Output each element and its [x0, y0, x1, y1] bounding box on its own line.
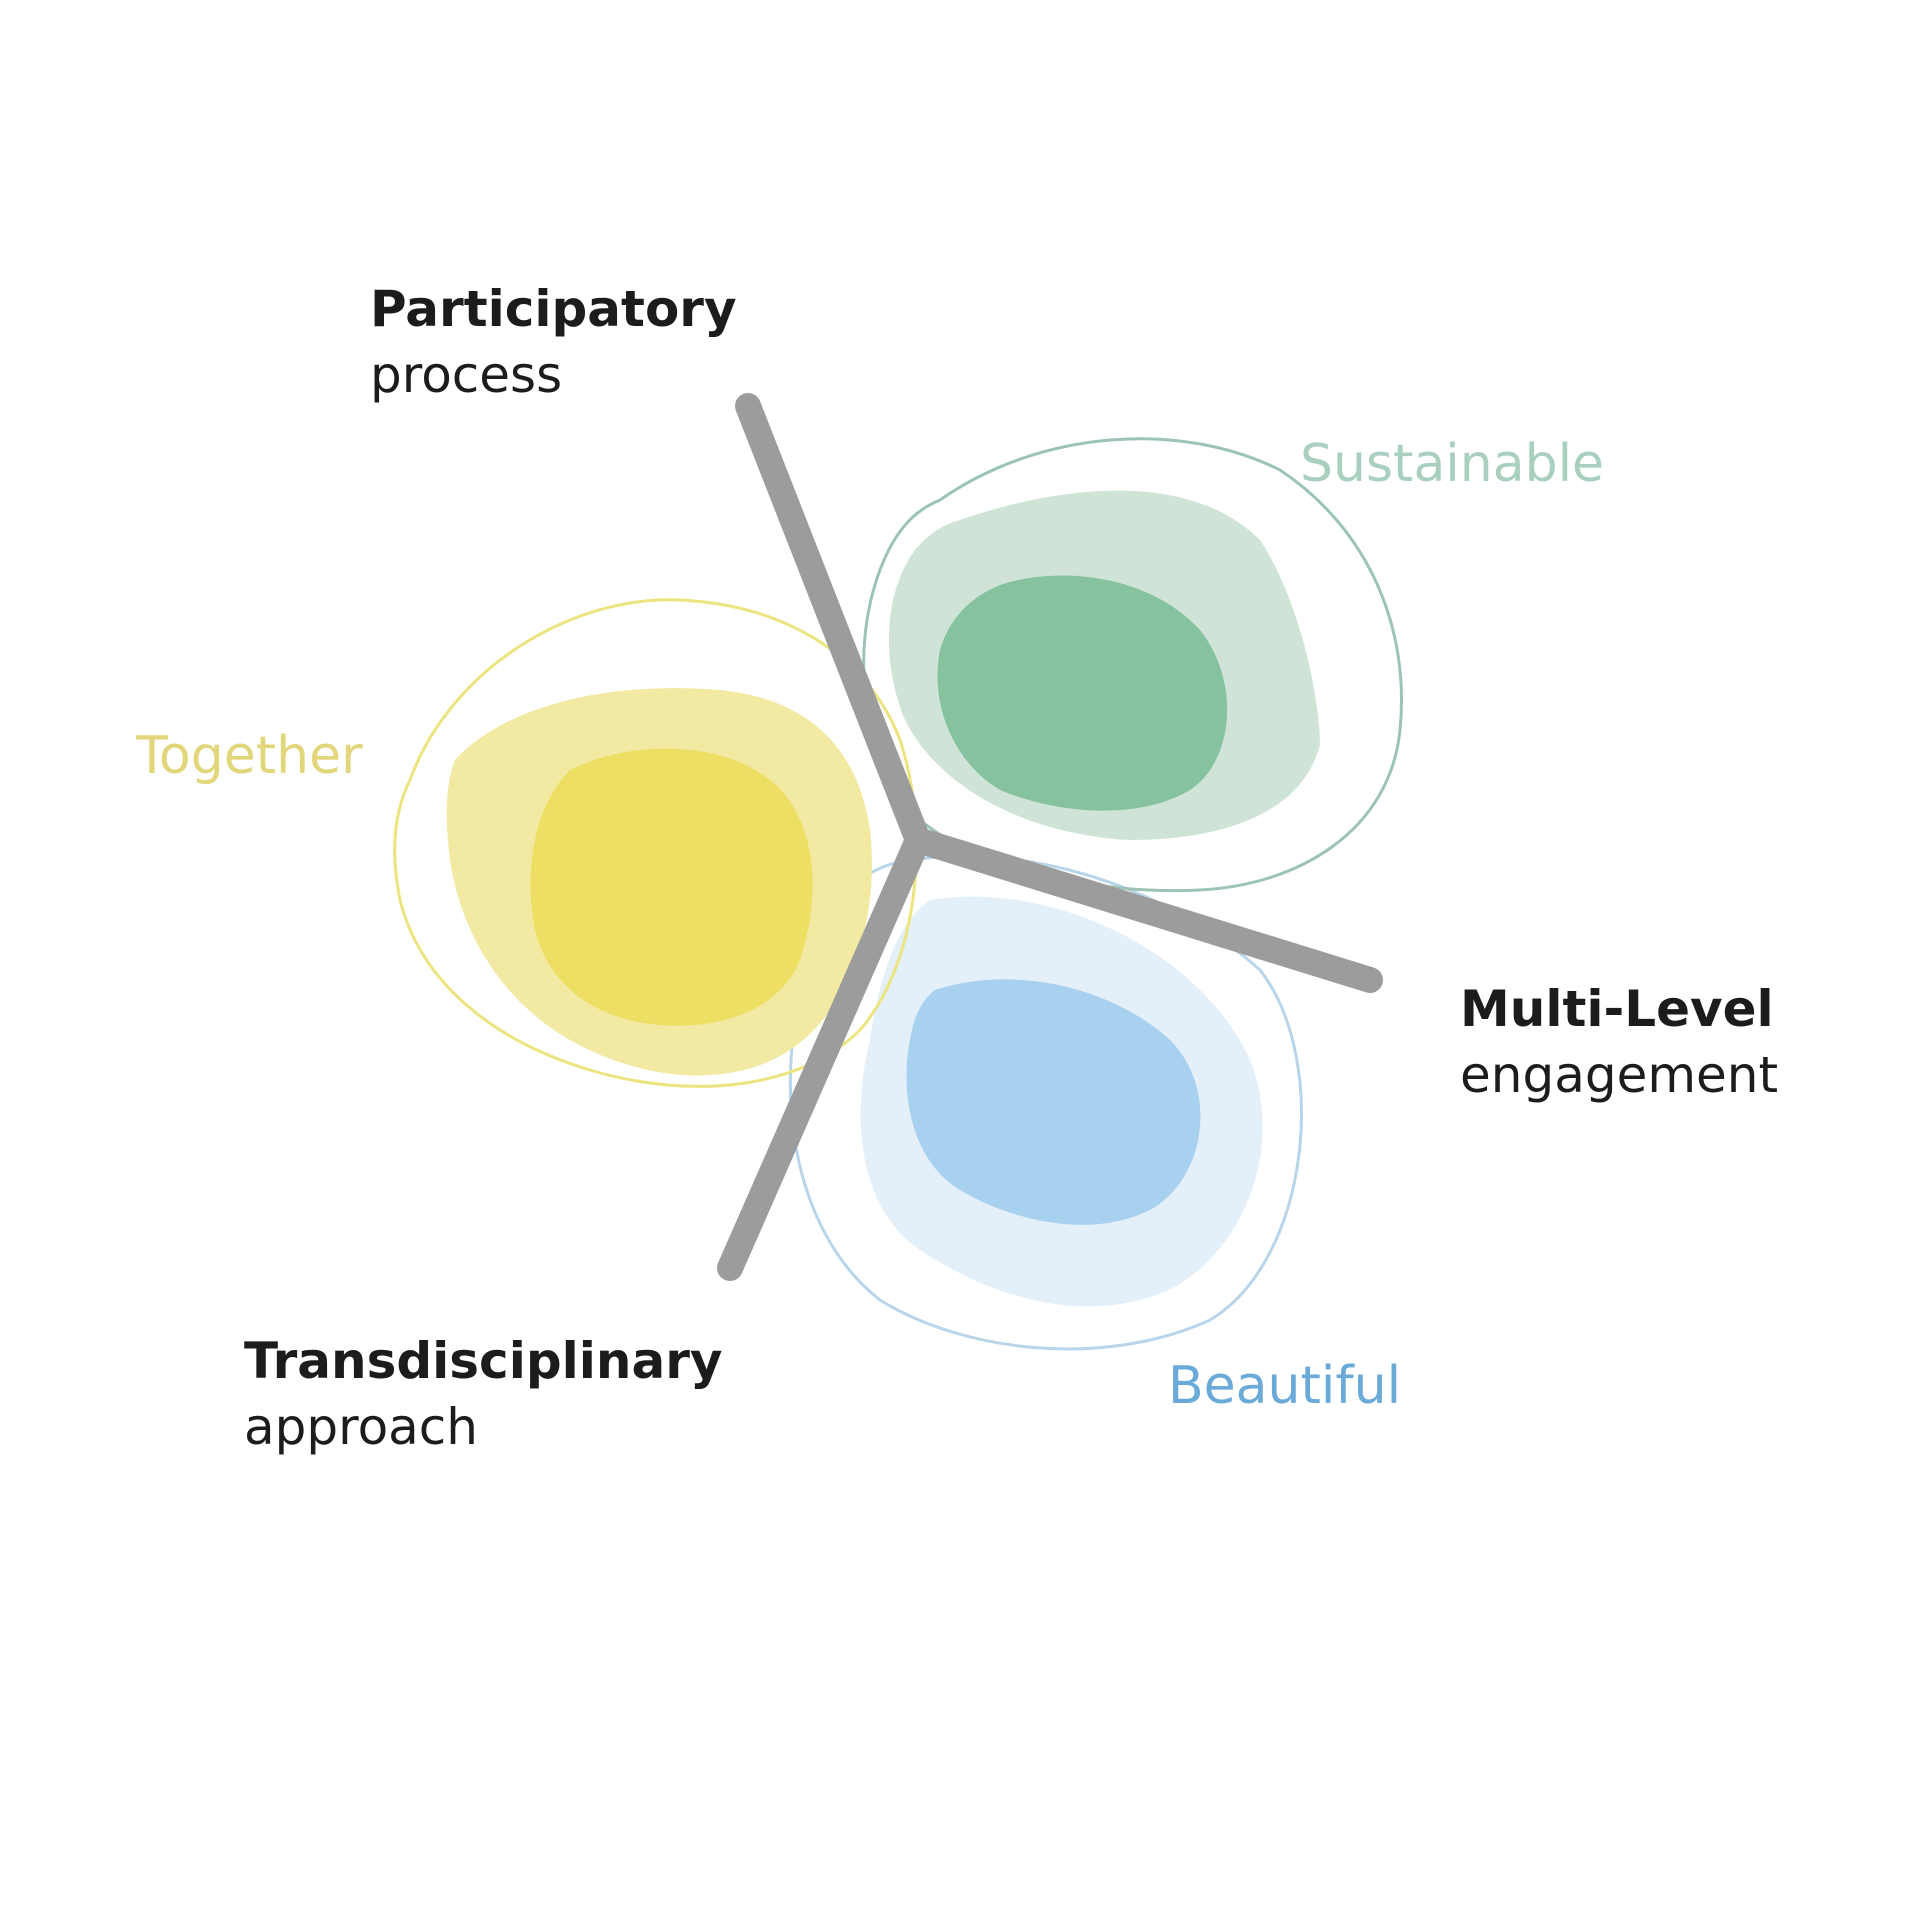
- beautiful-blob: [788, 854, 1303, 1351]
- participatory-subtitle: process: [370, 346, 563, 404]
- divider-participatory-arm: [735, 393, 931, 853]
- participatory-process-label: Participatory process: [370, 276, 737, 408]
- sustainable-blob: [862, 437, 1403, 893]
- divider-transdisciplinary-arm: [717, 827, 931, 1281]
- participatory-title: Participatory: [370, 280, 737, 338]
- together-outline: [393, 598, 918, 1088]
- divider-lines: [717, 393, 1383, 1281]
- multilevel-title: Multi-Level: [1460, 980, 1774, 1038]
- together-blob: [393, 598, 918, 1088]
- transdisciplinary-title: Transdisciplinary: [244, 1332, 723, 1390]
- multilevel-engagement-label: Multi-Level engagement: [1460, 976, 1778, 1108]
- sustainable-core: [937, 575, 1228, 811]
- multilevel-subtitle: engagement: [1460, 1046, 1779, 1104]
- transdisciplinary-subtitle: approach: [244, 1398, 478, 1456]
- beautiful-core: [906, 979, 1201, 1225]
- transdisciplinary-approach-label: Transdisciplinary approach: [244, 1328, 723, 1460]
- together-core: [530, 748, 813, 1026]
- sustainable-outline: [862, 437, 1403, 893]
- sustainable-label: Sustainable: [1300, 434, 1605, 494]
- divider-multilevel-arm: [905, 827, 1383, 993]
- beautiful-label: Beautiful: [1168, 1356, 1402, 1416]
- together-label: Together: [136, 726, 363, 786]
